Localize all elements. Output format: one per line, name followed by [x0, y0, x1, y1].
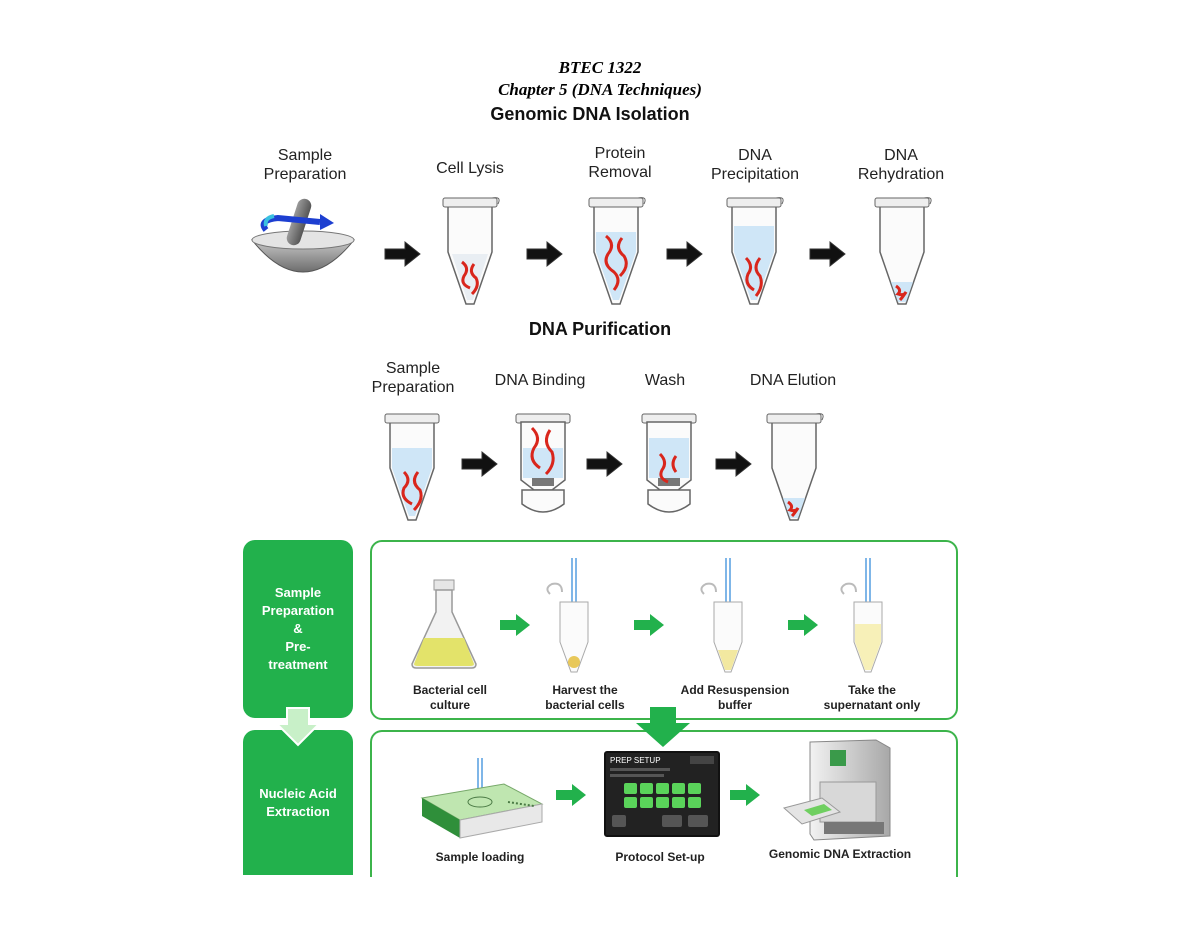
flask-icon	[411, 579, 477, 669]
screen-button	[662, 815, 682, 827]
course-code: BTEC 1322	[558, 58, 642, 77]
purification-step-dna-binding: DNA Binding	[494, 372, 586, 389]
purification-title: DNA Purification	[528, 319, 672, 339]
green-arrow-icon	[634, 614, 664, 636]
isolation-step-protein-removal: Protein Removal	[588, 145, 652, 181]
down-arrow-icon	[636, 707, 690, 747]
caption-resuspension: Add Resuspension buffer	[680, 683, 790, 712]
column-wash-icon	[641, 413, 697, 513]
arrow-icon	[526, 240, 563, 268]
column-dna-binding-icon	[515, 413, 571, 513]
arrow-icon	[809, 240, 846, 268]
screen-title: PREP SETUP	[610, 756, 661, 765]
stage-sample-prep-label: Sample Preparation & Pre- treatment	[243, 540, 353, 718]
tube-dna-elution-icon	[766, 413, 824, 521]
green-arrow-icon	[500, 614, 530, 636]
tube-cell-lysis-icon	[442, 197, 500, 305]
caption-harvest-cells: Harvest the bacterial cells	[545, 683, 625, 712]
purification-step-wash: Wash	[644, 372, 686, 389]
screen-button-grid	[624, 783, 708, 808]
pipette-tube-icon	[840, 558, 883, 673]
protocol-screen: PREP SETUP	[604, 751, 720, 837]
tube-sample-prep-icon	[384, 413, 440, 521]
green-arrow-icon	[730, 784, 760, 806]
caption-genomic-extraction: Genomic DNA Extraction	[768, 847, 912, 861]
caption-sample-loading: Sample loading	[435, 850, 525, 864]
down-arrow-icon	[274, 707, 322, 747]
screen-line	[610, 768, 670, 771]
stage-extraction-label: Nucleic Acid Extraction	[243, 730, 353, 875]
screen-window-controls	[690, 756, 714, 764]
isolation-step-sample-prep: Sample Preparation	[263, 147, 347, 183]
arrow-icon	[384, 240, 421, 268]
green-arrow-icon	[556, 784, 586, 806]
pipette-tube-icon	[546, 558, 589, 673]
extraction-instrument-icon	[782, 739, 891, 841]
arrow-icon	[666, 240, 703, 268]
green-arrow-icon	[788, 614, 818, 636]
arrow-icon	[461, 450, 498, 478]
tube-dna-precipitation-icon	[726, 197, 784, 305]
screen-button	[612, 815, 626, 827]
caption-protocol-setup: Protocol Set-up	[615, 850, 705, 864]
chapter-title: Chapter 5 (DNA Techniques)	[498, 80, 702, 99]
purification-step-dna-elution: DNA Elution	[749, 372, 837, 389]
isolation-step-dna-precipitation: DNA Precipitation	[710, 147, 800, 183]
tube-dna-rehydration-icon	[874, 197, 932, 305]
screen-line	[610, 774, 664, 777]
isolation-step-cell-lysis: Cell Lysis	[436, 160, 504, 177]
isolation-step-dna-rehydration: DNA Rehydration	[857, 147, 945, 183]
arrow-icon	[715, 450, 752, 478]
purification-step-sample-prep: Sample Preparation	[371, 360, 455, 396]
screen-button	[688, 815, 708, 827]
cartridge-icon	[420, 758, 544, 839]
isolation-title: Genomic DNA Isolation	[490, 104, 690, 124]
pipette-tube-icon	[700, 558, 743, 673]
caption-supernatant: Take the supernatant only	[823, 683, 921, 712]
mortar-pestle-icon	[250, 198, 356, 273]
arrow-icon	[586, 450, 623, 478]
caption-bacterial-culture: Bacterial cell culture	[412, 683, 488, 712]
tube-protein-removal-icon	[588, 197, 646, 305]
